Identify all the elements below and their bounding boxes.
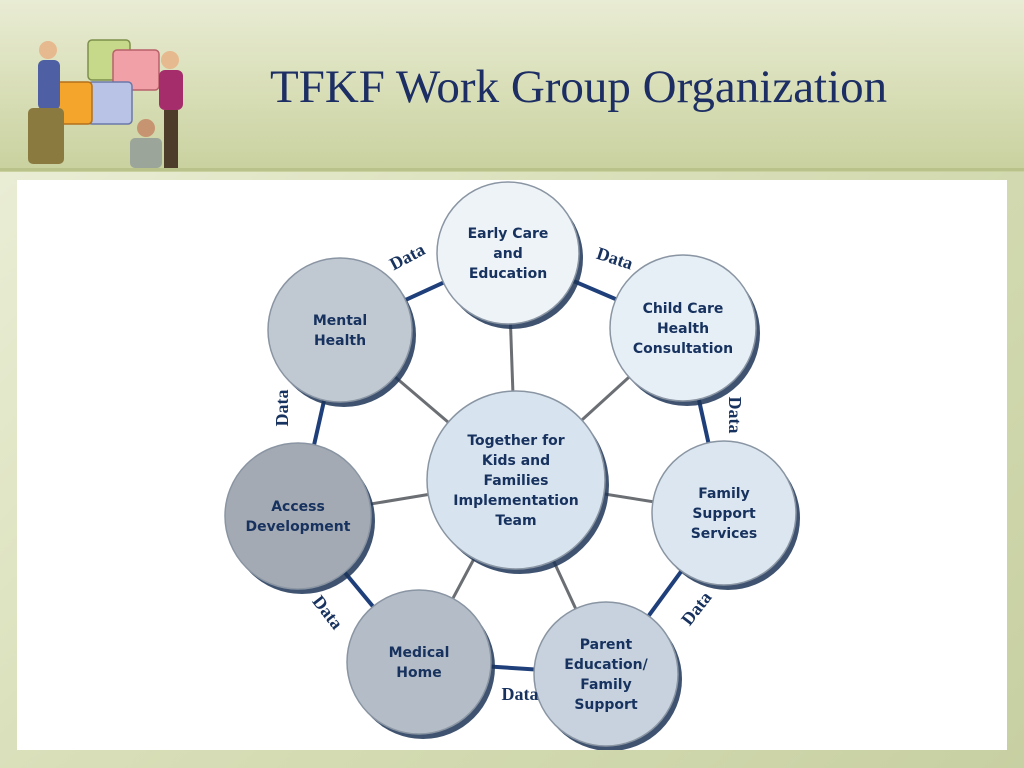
node-label-line: Home bbox=[396, 665, 441, 681]
node-label-line: Implementation bbox=[453, 493, 578, 509]
node-label-line: Families bbox=[483, 473, 548, 489]
node-label-line: Consultation bbox=[633, 341, 733, 357]
node-label-line: Education/ bbox=[564, 657, 648, 673]
node-label-line: Family bbox=[580, 677, 632, 693]
node-label-line: Child Care bbox=[643, 301, 724, 317]
page-title: TFKF Work Group Organization bbox=[270, 52, 990, 122]
node-label-line: Kids and bbox=[482, 453, 550, 469]
data-flow-label: Data bbox=[502, 684, 539, 704]
node-label-line: Mental bbox=[313, 313, 367, 329]
node-label-line: Development bbox=[246, 519, 351, 535]
puzzle-team-icon bbox=[18, 20, 193, 172]
node-label-line: Early Care bbox=[468, 226, 549, 242]
node-label-line: Access bbox=[271, 499, 325, 515]
node-label-line: Together for bbox=[467, 433, 564, 449]
data-flow-label: Data bbox=[677, 588, 716, 629]
node-circle bbox=[268, 258, 412, 402]
data-flow-label: Data bbox=[272, 390, 292, 427]
node-label-line: Team bbox=[495, 513, 536, 529]
node-label-line: Parent bbox=[580, 637, 633, 653]
node-label-line: Health bbox=[657, 321, 709, 337]
data-flow-label: Data bbox=[594, 243, 635, 273]
data-flow-label: Data bbox=[386, 239, 428, 274]
node-label-line: Services bbox=[691, 526, 758, 542]
node-label-line: Support bbox=[692, 506, 756, 522]
node-label-line: Medical bbox=[389, 645, 450, 661]
data-flow-label: Data bbox=[725, 397, 745, 434]
node-label-line: Education bbox=[469, 266, 547, 282]
node-circle bbox=[347, 590, 491, 734]
node-circle bbox=[225, 443, 371, 589]
node-label-line: Family bbox=[698, 486, 750, 502]
node-label-line: and bbox=[493, 246, 522, 262]
data-flow-label: Data bbox=[308, 592, 347, 633]
node-circle bbox=[534, 602, 678, 746]
node-label-line: Support bbox=[574, 697, 638, 713]
node-label-line: Health bbox=[314, 333, 366, 349]
